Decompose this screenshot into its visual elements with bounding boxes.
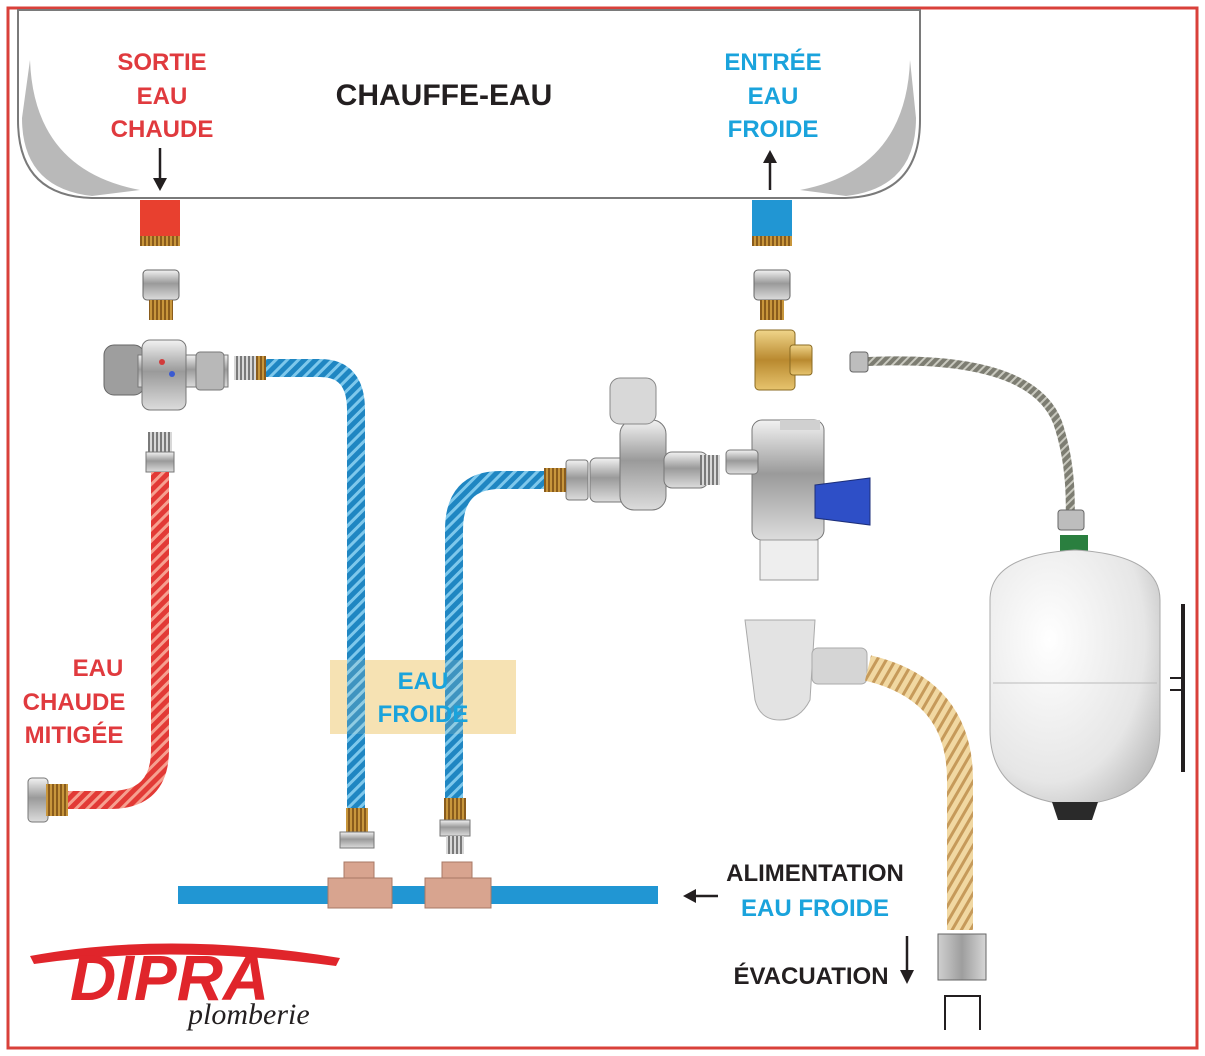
cold-box-line-2: FROIDE [378,701,469,728]
hot-union-fitting [142,269,180,320]
hot-out-label: SORTIE EAU CHAUDE [111,49,214,143]
cold-hose-left-overlap [347,660,365,734]
hot-outlet-thread [140,236,180,246]
mixed-line-2: CHAUDE [23,689,126,716]
drain-arrowhead [900,970,914,984]
mixed-hot-hose [27,432,175,823]
pressure-reducer [589,377,720,511]
supply-label-line-1: ALIMENTATION [726,860,904,887]
supply-arrowhead [683,889,696,903]
heater-title: CHAUFFE-EAU [336,79,553,112]
supply-label-line-2: EAU FROIDE [741,895,889,922]
cold-hose-right-overlap [445,660,463,734]
safety-group [725,419,871,581]
water-heater-body [17,9,921,199]
cold-box-label: EAU FROIDE [378,668,469,728]
mixed-hot-label: EAU CHAUDE MITIGÉE [23,655,126,749]
supply-pipe [178,886,658,904]
mixed-line-3: MITIGÉE [25,721,124,749]
copper-tee-left [327,861,393,909]
drain-funnel [744,619,868,721]
dipra-logo: DIPRA plomberie [30,942,340,1031]
hot-out-arrowhead [153,178,167,191]
expansion-hose [857,356,1075,521]
cold-in-line-3: FROIDE [728,116,819,143]
drain-hose [864,655,973,930]
expansion-hose-fitting [1057,509,1085,531]
brass-tee [754,329,813,391]
cold-hose-left [234,356,375,849]
frame-border [6,6,1199,1050]
hot-outlet-pipe [140,200,180,238]
drain-connector [937,933,987,981]
expansion-hose-nut [849,351,869,373]
hot-out-line-2: EAU [137,83,188,110]
dipra-subtitle: plomberie [186,998,310,1031]
copper-tee-right [424,861,492,909]
drain-label: ÉVACUATION [733,962,888,990]
dipra-wordmark: DIPRA [70,942,269,1014]
expansion-vessel [989,535,1185,820]
cold-union-fitting [753,269,791,320]
drain-pipe [944,995,981,1030]
heater-shadow-left [22,60,140,196]
mixing-valve [103,339,229,411]
cold-in-line-2: EAU [748,83,799,110]
hot-out-line-1: SORTIE [117,49,206,76]
mixed-line-1: EAU [73,655,124,682]
cold-box-line-1: EAU [398,668,449,695]
cold-hose-right [439,459,589,854]
cold-inlet-thread [752,236,792,246]
cold-in-label: ENTRÉE EAU FROIDE [724,48,821,143]
cold-in-line-1: ENTRÉE [724,48,821,76]
cold-in-arrowhead [763,150,777,163]
heater-shadow-right [800,60,916,196]
cold-inlet-pipe [752,200,792,238]
hot-out-line-3: CHAUDE [111,116,214,143]
